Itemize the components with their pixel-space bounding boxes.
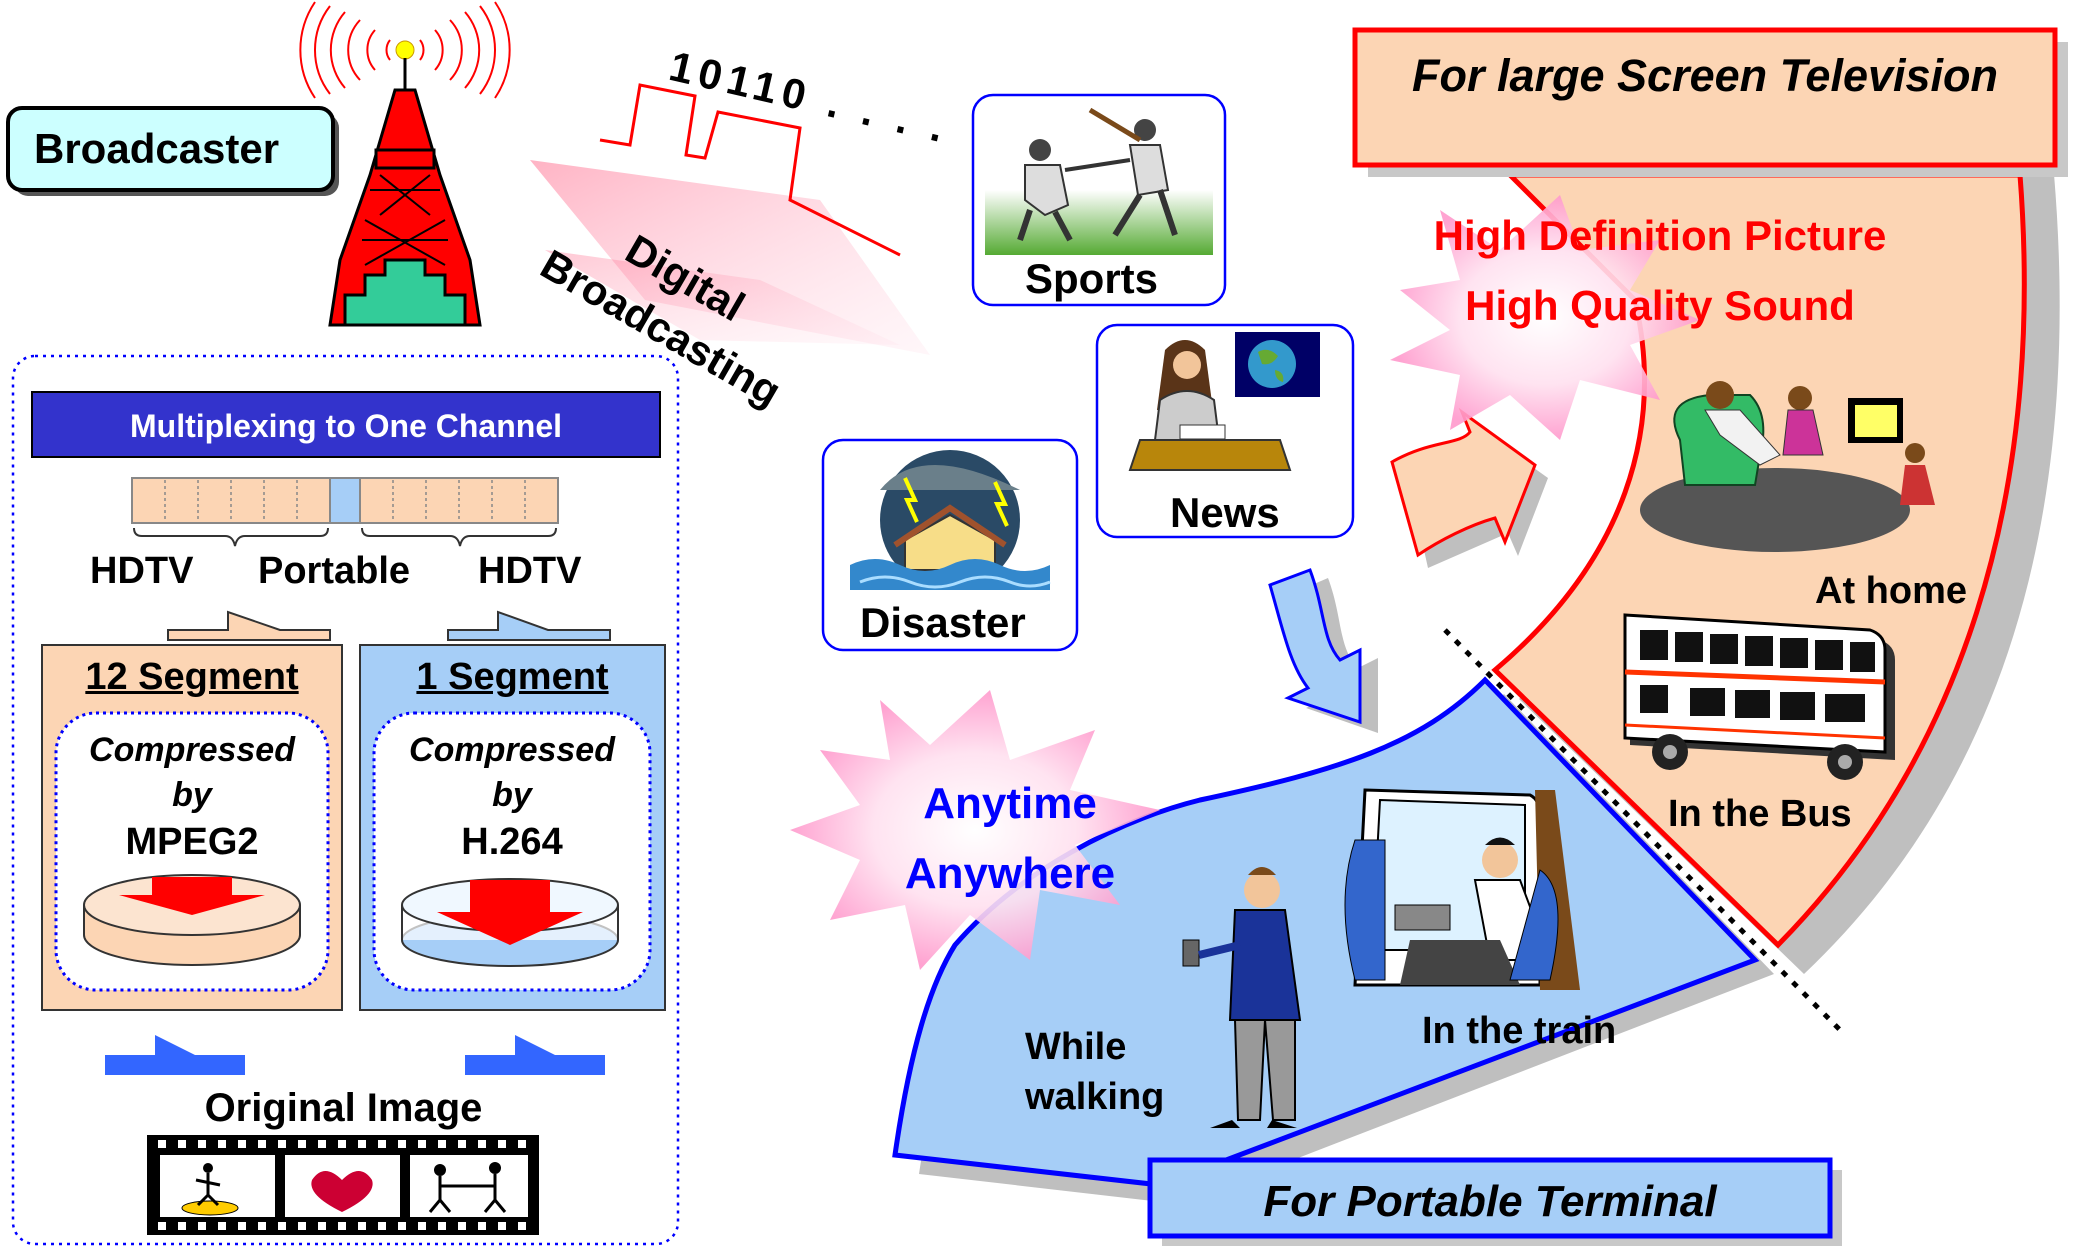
anywhere-label: Anywhere — [904, 849, 1116, 898]
seg1-by: by — [492, 776, 532, 814]
arrow-to-large-screen — [1390, 407, 1548, 568]
seg12-title: 12 Segment — [85, 656, 299, 698]
portable-banner-text: For Portable Terminal — [1263, 1177, 1717, 1226]
broadcaster-box — [6, 106, 339, 196]
seg12-compressed: Compressed — [89, 731, 295, 769]
up-arrows — [167, 610, 611, 641]
multiplex-title: Multiplexing to One Channel — [130, 408, 562, 444]
sports-label: Sports — [1025, 255, 1159, 302]
original-image-label: Original Image — [204, 1086, 483, 1130]
news-card — [1095, 323, 1355, 539]
seg1-box — [359, 644, 666, 1011]
train-passenger-icon — [1344, 788, 1580, 990]
disaster-card — [821, 438, 1079, 652]
tower-icon — [299, 1, 511, 327]
in-the-bus-label: In the Bus — [1668, 793, 1852, 835]
source-arrows — [105, 1035, 605, 1075]
while-label: While — [1025, 1026, 1127, 1068]
bus-icon — [1623, 613, 1895, 780]
seg1-codec: H.264 — [461, 821, 563, 863]
channel-bar — [131, 477, 559, 547]
broadcaster-label: Broadcaster — [34, 125, 280, 172]
portable-label: Portable — [258, 550, 411, 592]
hq-sound-label: High Quality Sound — [1465, 282, 1855, 329]
broadcast-beam — [530, 160, 930, 355]
seg12-box — [41, 644, 343, 1011]
hdtv-left-label: HDTV — [90, 550, 194, 592]
in-the-train-label: In the train — [1422, 1010, 1617, 1052]
hd-picture-label: High Definition Picture — [1433, 212, 1887, 259]
news-label: News — [1170, 489, 1280, 536]
large-screen-banner-text: For large Screen Television — [1411, 50, 1999, 101]
hd-starburst — [1390, 195, 1700, 440]
anytime-starburst — [790, 690, 1160, 970]
sports-card — [971, 93, 1227, 307]
portable-banner — [1147, 1157, 1842, 1246]
seg12-by: by — [172, 776, 212, 814]
seg1-title: 1 Segment — [416, 656, 609, 698]
disaster-label: Disaster — [860, 599, 1026, 646]
encoding-panel — [11, 354, 680, 1246]
seg12-codec: MPEG2 — [125, 821, 259, 863]
baseball-players-icon — [1017, 107, 1178, 242]
anytime-label: Anytime — [923, 779, 1097, 828]
walking-label: walking — [1025, 1076, 1165, 1118]
large-screen-banner — [1352, 27, 2068, 177]
walking-man-icon — [1182, 867, 1302, 1128]
divider-dotted-line — [1443, 628, 1842, 1032]
bit-waveform — [599, 83, 901, 257]
film-strip-icon — [147, 1135, 539, 1235]
seg1-compressed: Compressed — [409, 731, 615, 769]
newscaster-icon — [1128, 332, 1320, 471]
flooded-house-icon — [850, 450, 1051, 590]
family-living-room-icon — [1640, 381, 1935, 552]
arrow-to-portable — [1268, 568, 1378, 733]
hdtv-right-label: HDTV — [478, 550, 582, 592]
at-home-label: At home — [1815, 570, 1967, 612]
